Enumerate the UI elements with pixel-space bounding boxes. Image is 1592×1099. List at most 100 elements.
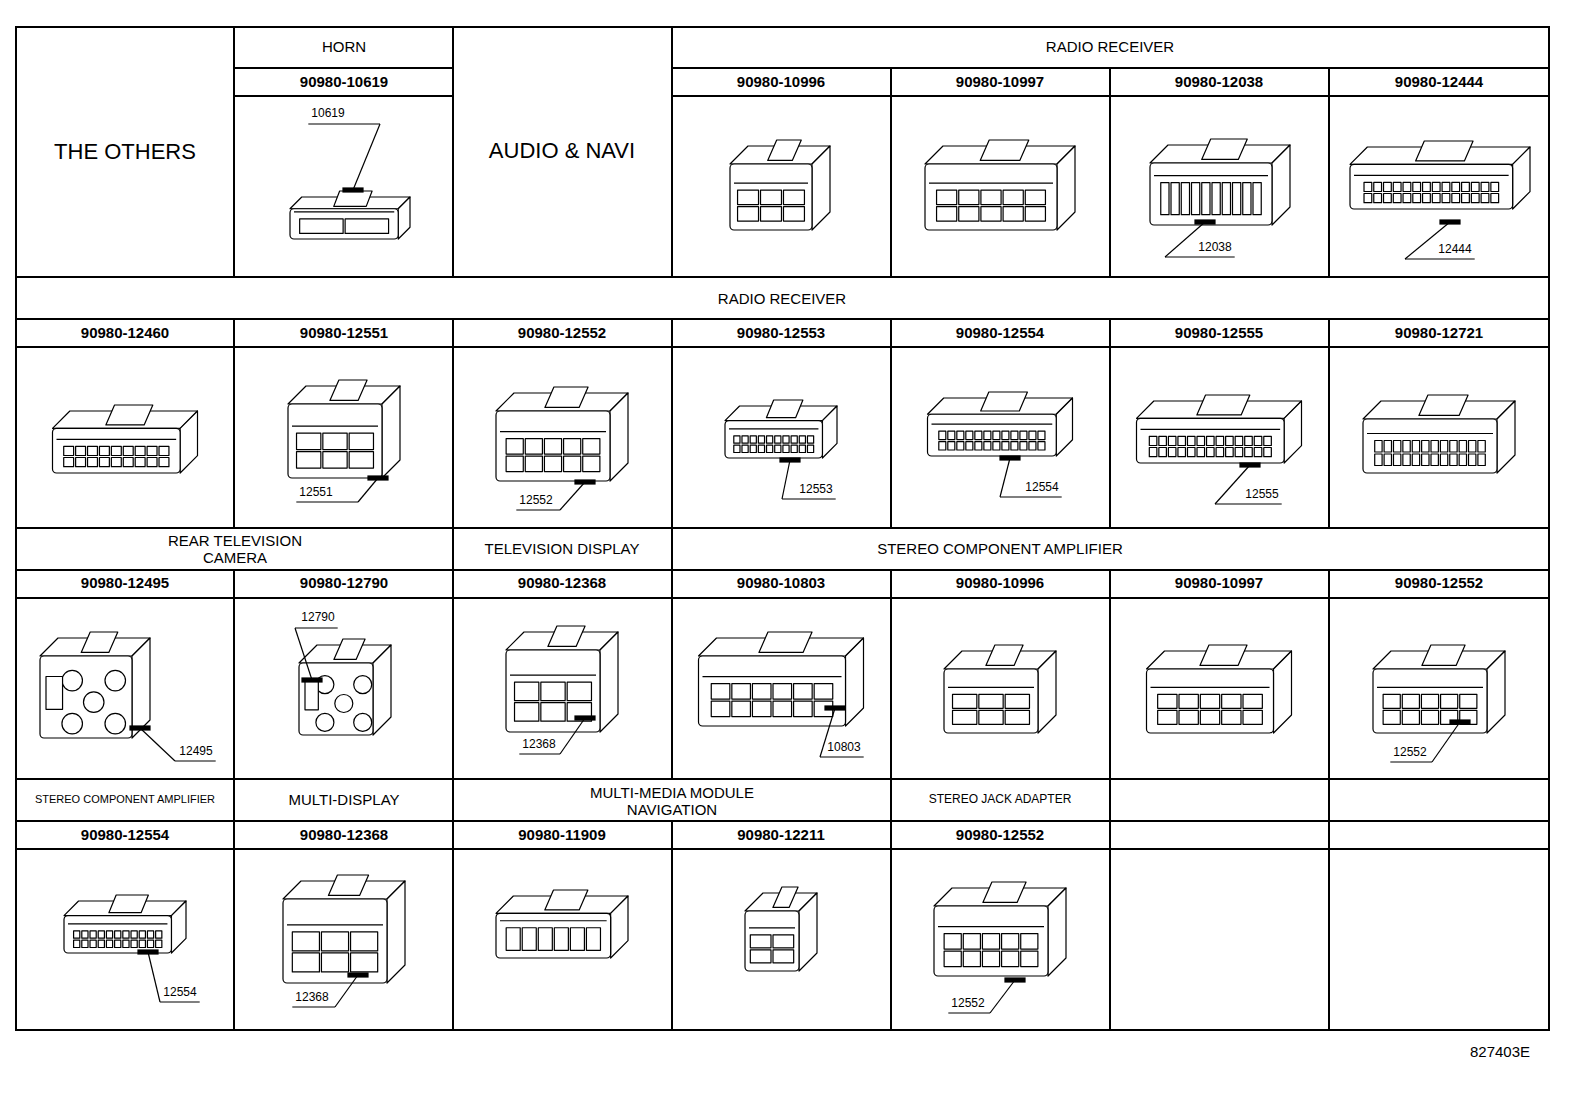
- part-number: 90980-12495: [81, 574, 169, 591]
- callout-underline: [820, 756, 864, 757]
- header: RADIO RECEIVER: [718, 290, 846, 307]
- callout-number: 12554: [1025, 481, 1058, 495]
- header: REAR TELEVISION CAMERA: [150, 532, 320, 567]
- part-number: 90980-12721: [1395, 324, 1483, 341]
- connector-drawing: [1363, 395, 1515, 473]
- leader-line: [782, 460, 790, 499]
- callout-number: 12368: [522, 738, 555, 752]
- grid-line: [16, 346, 1549, 348]
- grid-line: [16, 778, 1549, 780]
- connector-drawing: [40, 632, 150, 738]
- connector-drawing: [1150, 139, 1290, 225]
- header: STEREO COMPONENT AMPLIFIER: [35, 793, 215, 806]
- grid-line: [890, 570, 892, 779]
- grid-line: [1328, 779, 1330, 1030]
- part-number: 90980-12038: [1175, 73, 1263, 90]
- header: TELEVISION DISPLAY: [485, 540, 640, 557]
- grid-line: [234, 67, 453, 69]
- connector-drawing: [1373, 645, 1505, 733]
- callout-number: 12552: [519, 494, 552, 508]
- header: AUDIO & NAVI: [489, 138, 635, 163]
- grid-line: [1109, 570, 1111, 779]
- connector-drawing: [506, 626, 618, 732]
- leader-line: [295, 628, 312, 680]
- header: HORN: [322, 38, 366, 55]
- label-mark: [368, 476, 388, 480]
- grid-line: [234, 95, 453, 97]
- leader-line: [990, 980, 1015, 1013]
- connector-drawing: [290, 191, 410, 239]
- connector-drawing: [944, 645, 1056, 733]
- grid-line: [671, 528, 673, 779]
- part-number: 90980-12460: [81, 324, 169, 341]
- callout-underline: [1165, 256, 1235, 257]
- label-mark: [1450, 720, 1470, 724]
- label-mark: [348, 973, 368, 977]
- connector-drawing: [496, 890, 628, 958]
- part-number: 90980-12555: [1175, 324, 1263, 341]
- grid-line: [671, 821, 673, 1030]
- part-number: 90980-10996: [956, 574, 1044, 591]
- part-number: 90980-12552: [1395, 574, 1483, 591]
- connector-drawing: [730, 140, 830, 230]
- callout-underline: [782, 498, 836, 499]
- leader-line: [353, 124, 380, 190]
- connector-drawing: [1350, 141, 1530, 209]
- connector-drawing: [496, 387, 628, 481]
- callout-number: 12495: [179, 745, 212, 759]
- callout-number: 12368: [295, 991, 328, 1005]
- label-mark: [780, 458, 800, 462]
- part-number: 90980-10619: [300, 73, 388, 90]
- label-mark: [343, 188, 363, 192]
- callout-number: 10803: [827, 741, 860, 755]
- leader-line: [140, 728, 175, 761]
- callout-number: 10619: [311, 107, 344, 121]
- connector-drawing: [1137, 395, 1302, 463]
- callout-number: 12038: [1198, 241, 1231, 255]
- connector-drawing: [283, 875, 405, 983]
- connector-drawings: [40, 139, 1530, 983]
- part-number: 90980-12554: [956, 324, 1044, 341]
- part-number: 90980-12552: [956, 826, 1044, 843]
- callout-underline: [160, 1001, 200, 1002]
- label-mark: [575, 716, 595, 720]
- grid-line: [1328, 319, 1330, 528]
- label-mark: [1195, 220, 1215, 224]
- label-mark: [138, 950, 158, 954]
- connector-drawing: [299, 639, 391, 735]
- connector-drawing: [745, 887, 817, 971]
- callout-underline: [296, 501, 358, 502]
- leader-line: [335, 975, 358, 1007]
- callout-underline: [1405, 258, 1475, 259]
- grid-line: [1328, 570, 1330, 779]
- grid-line: [233, 779, 235, 1030]
- label-mark: [302, 678, 322, 682]
- grid-line: [1109, 319, 1111, 528]
- leader-line: [560, 718, 585, 754]
- connector-drawing: [699, 632, 864, 726]
- part-number: 90980-10996: [737, 73, 825, 90]
- grid-line: [890, 319, 892, 528]
- part-number: 90980-12554: [81, 826, 169, 843]
- grid-line: [1109, 779, 1111, 1030]
- connector-drawing: [925, 140, 1075, 230]
- grid-line: [16, 848, 1549, 850]
- leader-line: [1000, 458, 1010, 497]
- callout-underline: [295, 627, 338, 628]
- connector-drawing: [725, 400, 837, 458]
- part-number: 90980-12790: [300, 574, 388, 591]
- label-mark: [1240, 463, 1260, 467]
- callout-number: 12552: [951, 997, 984, 1011]
- callout-underline: [519, 753, 560, 754]
- part-number: 90980-12552: [518, 324, 606, 341]
- grid-line: [452, 319, 454, 528]
- leader-line: [358, 478, 378, 502]
- header: MULTI-MEDIA MODULE NAVIGATION: [557, 784, 787, 819]
- connector-drawing: [53, 405, 198, 473]
- leader-lines: [130, 124, 1475, 1013]
- grid-line: [233, 570, 235, 779]
- callout-underline: [292, 1006, 335, 1007]
- callout-underline: [1000, 496, 1062, 497]
- leader-line: [1432, 722, 1460, 762]
- callout-underline: [516, 509, 560, 510]
